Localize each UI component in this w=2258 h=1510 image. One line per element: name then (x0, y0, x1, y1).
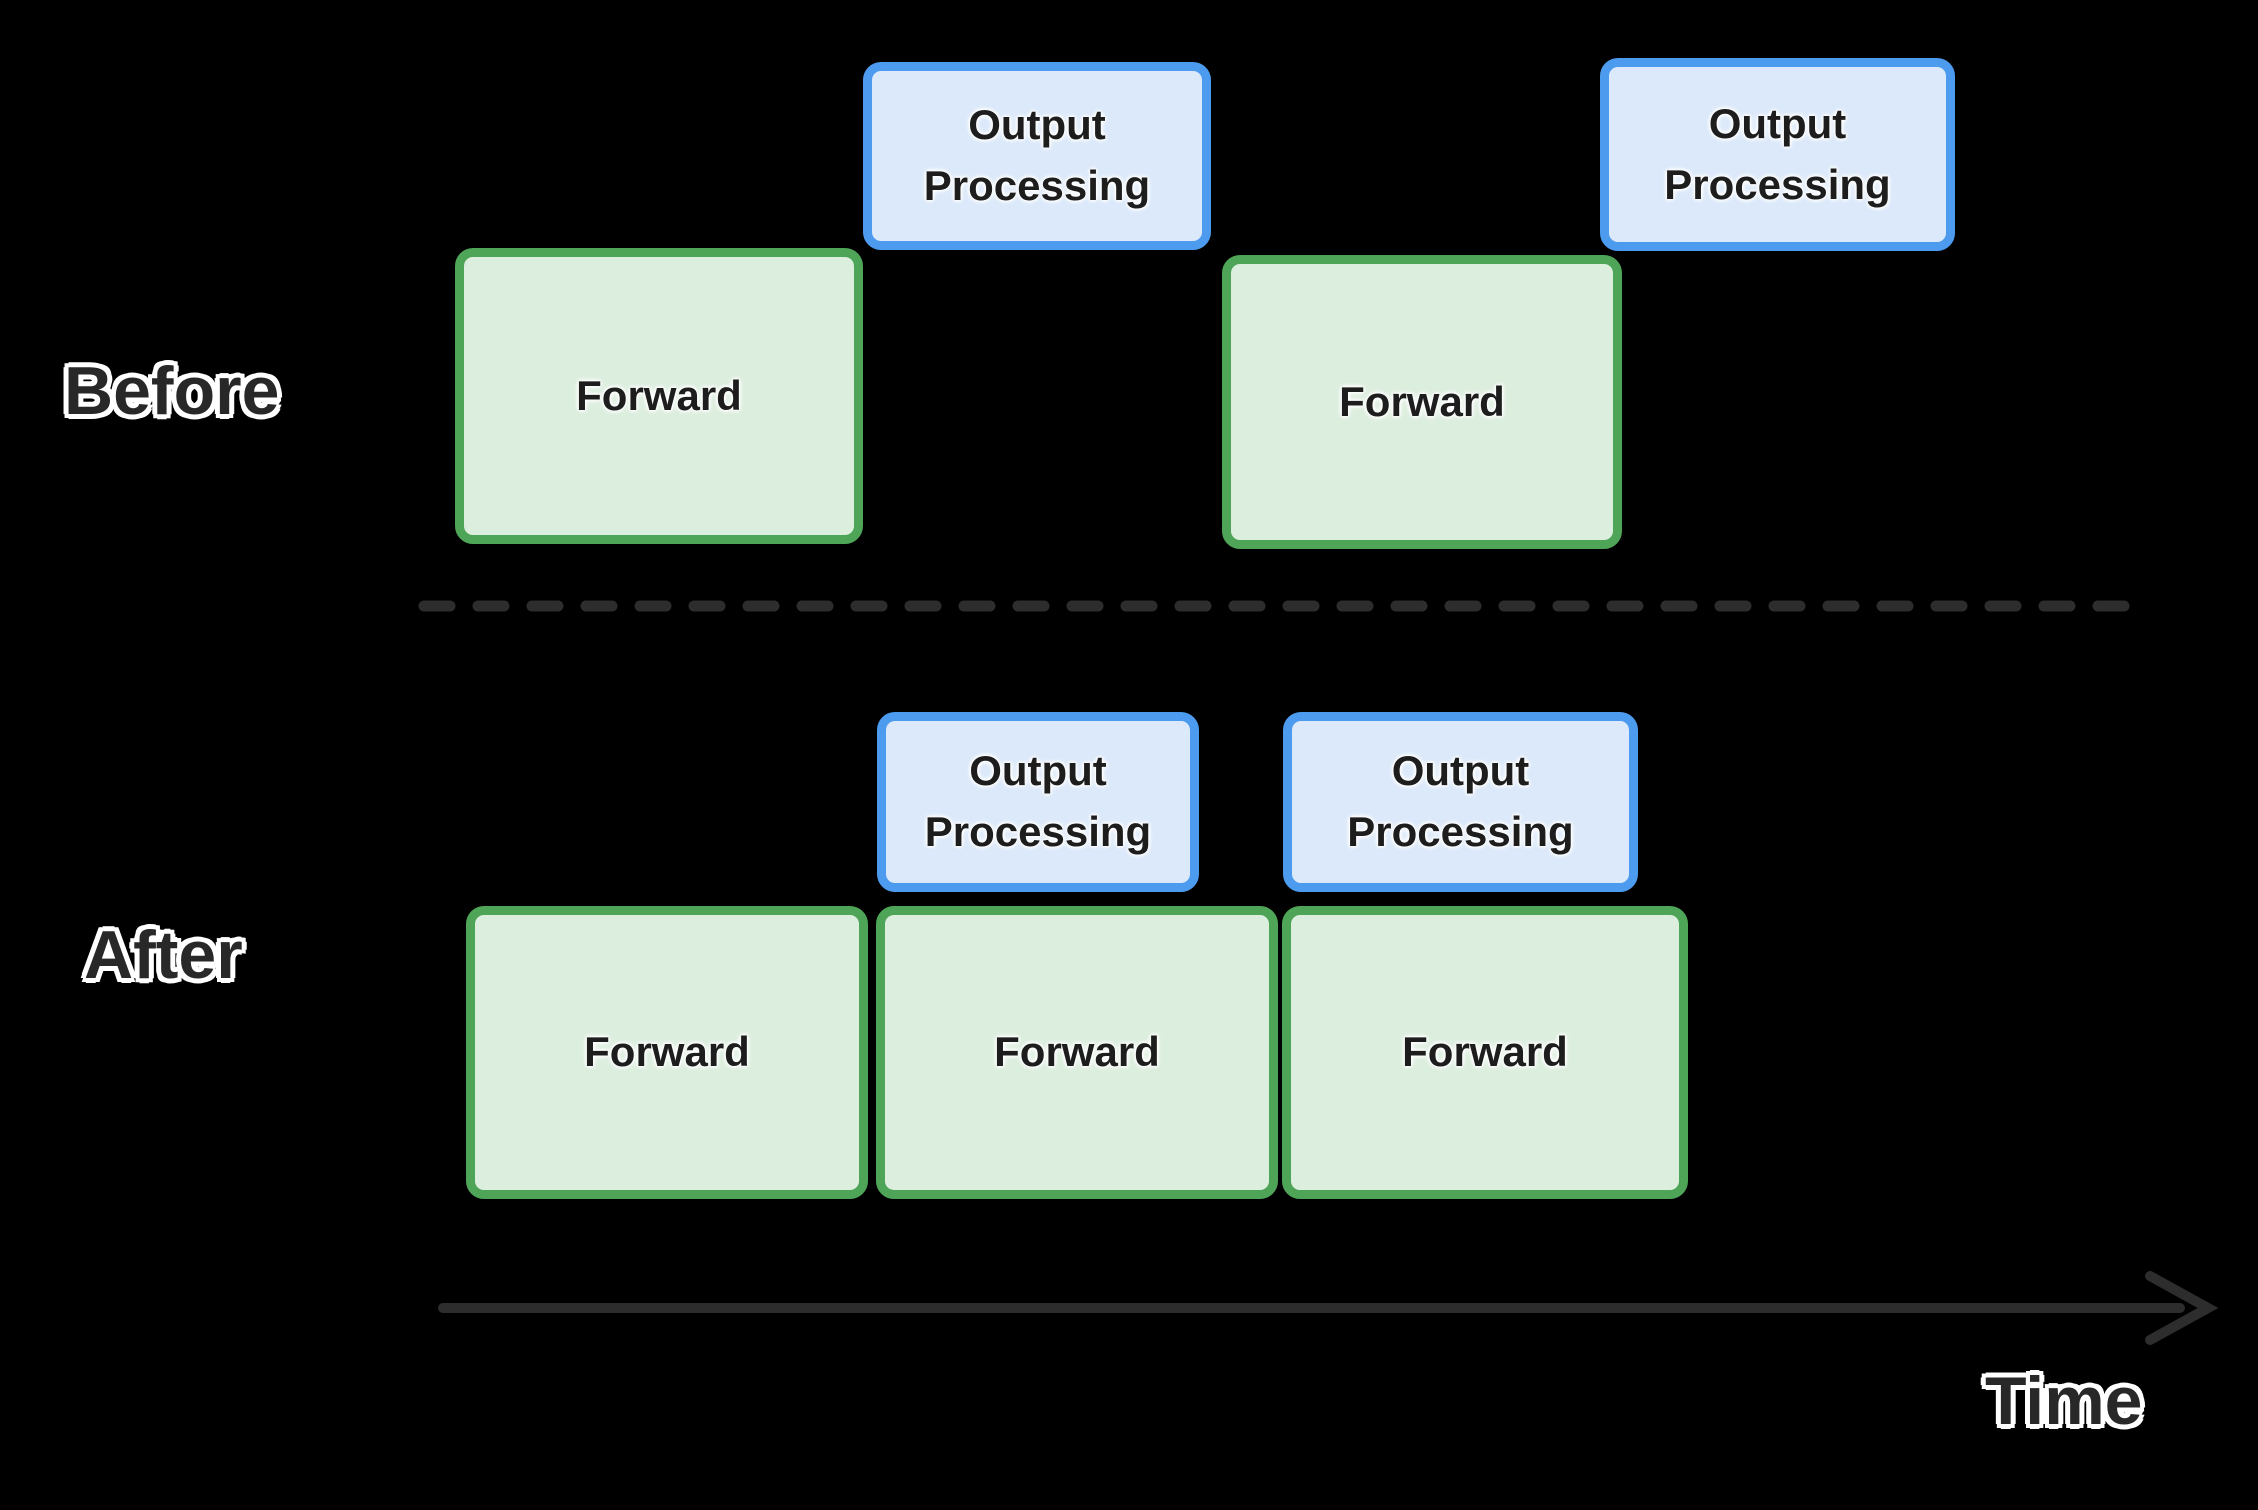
output-processing-block-label: Output Processing (924, 747, 1152, 855)
output-processing-block: Output Processing (877, 712, 1199, 892)
forward-block-label: Forward (584, 1028, 750, 1076)
time-axis-arrowhead-icon (2145, 1271, 2219, 1345)
output-processing-block: Output Processing (863, 62, 1211, 250)
output-processing-block: Output Processing (1283, 712, 1638, 892)
after-row-label: After (84, 917, 243, 993)
forward-block-label: Forward (1402, 1028, 1568, 1076)
forward-block-label: Forward (1339, 377, 1505, 425)
forward-block-label: Forward (994, 1028, 1160, 1076)
output-processing-block-label: Output Processing (1347, 747, 1574, 855)
time-axis-label: Time (1985, 1363, 2143, 1439)
output-processing-block-label: Output Processing (1664, 99, 1891, 208)
forward-block: Forward (455, 248, 863, 544)
output-processing-block: Output Processing (1600, 58, 1955, 251)
before-row-label: Before (64, 353, 280, 429)
forward-block-label: Forward (576, 371, 742, 419)
forward-block: Forward (1282, 906, 1688, 1199)
forward-block: Forward (1222, 255, 1622, 549)
forward-block: Forward (876, 906, 1278, 1199)
output-processing-block-label: Output Processing (923, 101, 1151, 209)
forward-block: Forward (466, 906, 868, 1199)
